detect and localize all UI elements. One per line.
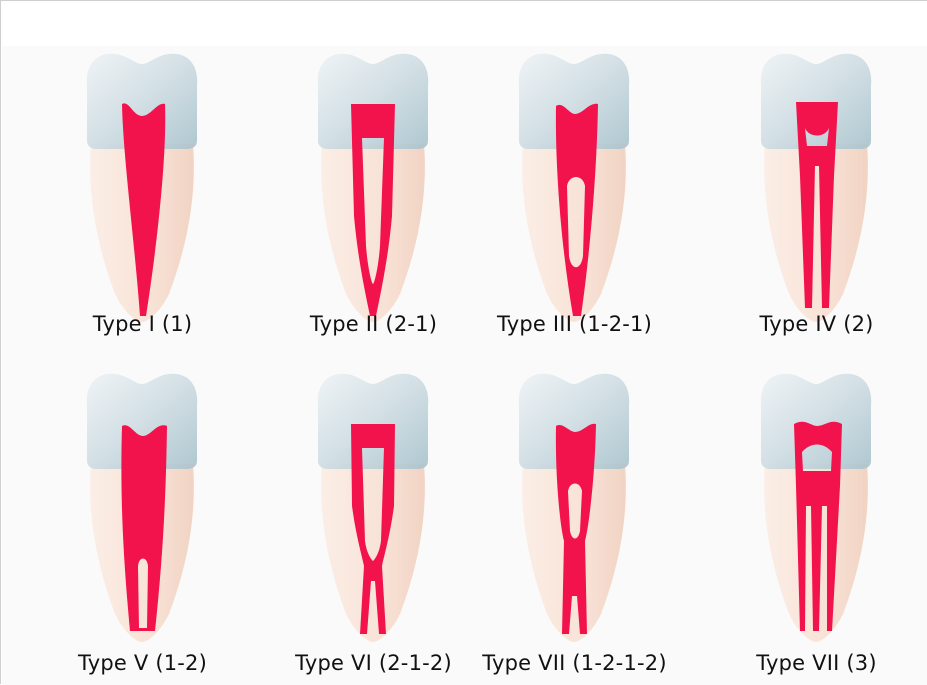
type-label: Type I (1): [27, 312, 258, 336]
tooth-type-8: Type VII (3): [701, 366, 927, 666]
crown-shape: [761, 374, 871, 469]
tooth-type-3: Type III (1-2-1): [459, 46, 690, 346]
type-label: Type V (1-2): [27, 651, 258, 675]
tooth-diagram: [27, 366, 258, 666]
tooth-type-4: Type IV (2): [701, 46, 927, 346]
type-label: Type VII (3): [701, 651, 927, 675]
type-label: Type IV (2): [701, 312, 927, 336]
root-shape: [764, 144, 868, 322]
type-label: Type VII (1-2-1-2): [459, 651, 690, 675]
tooth-type-5: Type V (1-2): [27, 366, 258, 666]
tooth-diagram: [701, 366, 927, 666]
type-label: Type III (1-2-1): [459, 312, 690, 336]
tooth-diagram: [27, 46, 258, 346]
crown-shape: [318, 374, 428, 469]
tooth-diagram: [459, 366, 690, 666]
tooth-type-6: Type VI (2-1-2): [258, 366, 489, 666]
tooth-diagram: [258, 366, 489, 666]
tooth-diagram: [459, 46, 690, 346]
type-label: Type II (2-1): [258, 312, 489, 336]
tooth-diagram: [258, 46, 489, 346]
type-label: Type VI (2-1-2): [258, 651, 489, 675]
tooth-diagram: [701, 46, 927, 346]
tooth-type-2: Type II (2-1): [258, 46, 489, 346]
tooth-type-7: Type VII (1-2-1-2): [459, 366, 690, 666]
diagram-panel: Type I (1) Type II (2-1) Type III (1-2-1…: [2, 46, 927, 685]
tooth-type-1: Type I (1): [27, 46, 258, 346]
root-shape: [321, 464, 425, 642]
header-band: [2, 2, 927, 46]
